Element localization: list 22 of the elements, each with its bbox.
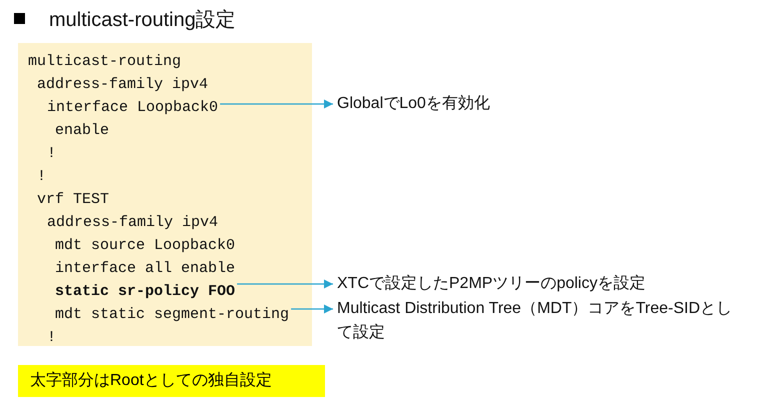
code-line: interface Loopback0 <box>47 98 218 118</box>
annotation-text: Multicast Distribution Tree（MDT）コアをTree-SIDとして設定 <box>337 297 743 345</box>
code-line: interface all enable <box>55 259 236 279</box>
code-line: ! <box>47 144 56 164</box>
arrow <box>291 304 333 314</box>
code-line: enable <box>55 121 110 141</box>
code-line: mdt static segment-routing <box>55 305 290 325</box>
title: multicast-routing設定 <box>49 8 236 33</box>
code-panel <box>18 43 312 346</box>
code-line: address-family ipv4 <box>37 75 208 95</box>
arrow <box>220 99 333 109</box>
code-line: static sr-policy FOO <box>55 282 236 302</box>
annotation-text: GlobalでLo0を有効化 <box>337 92 757 116</box>
code-line: vrf TEST <box>37 190 110 210</box>
arrow <box>237 279 333 289</box>
code-line: ! <box>47 328 56 348</box>
code-line: ! <box>37 167 46 187</box>
code-line: address-family ipv4 <box>47 213 218 233</box>
code-line: multicast-routing <box>28 52 182 72</box>
annotation-text: XTCで設定したP2MPツリーのpolicyを設定 <box>337 272 757 296</box>
note-box: 太字部分はRootとしての独自設定 <box>18 365 325 397</box>
code-line: mdt source Loopback0 <box>55 236 236 256</box>
